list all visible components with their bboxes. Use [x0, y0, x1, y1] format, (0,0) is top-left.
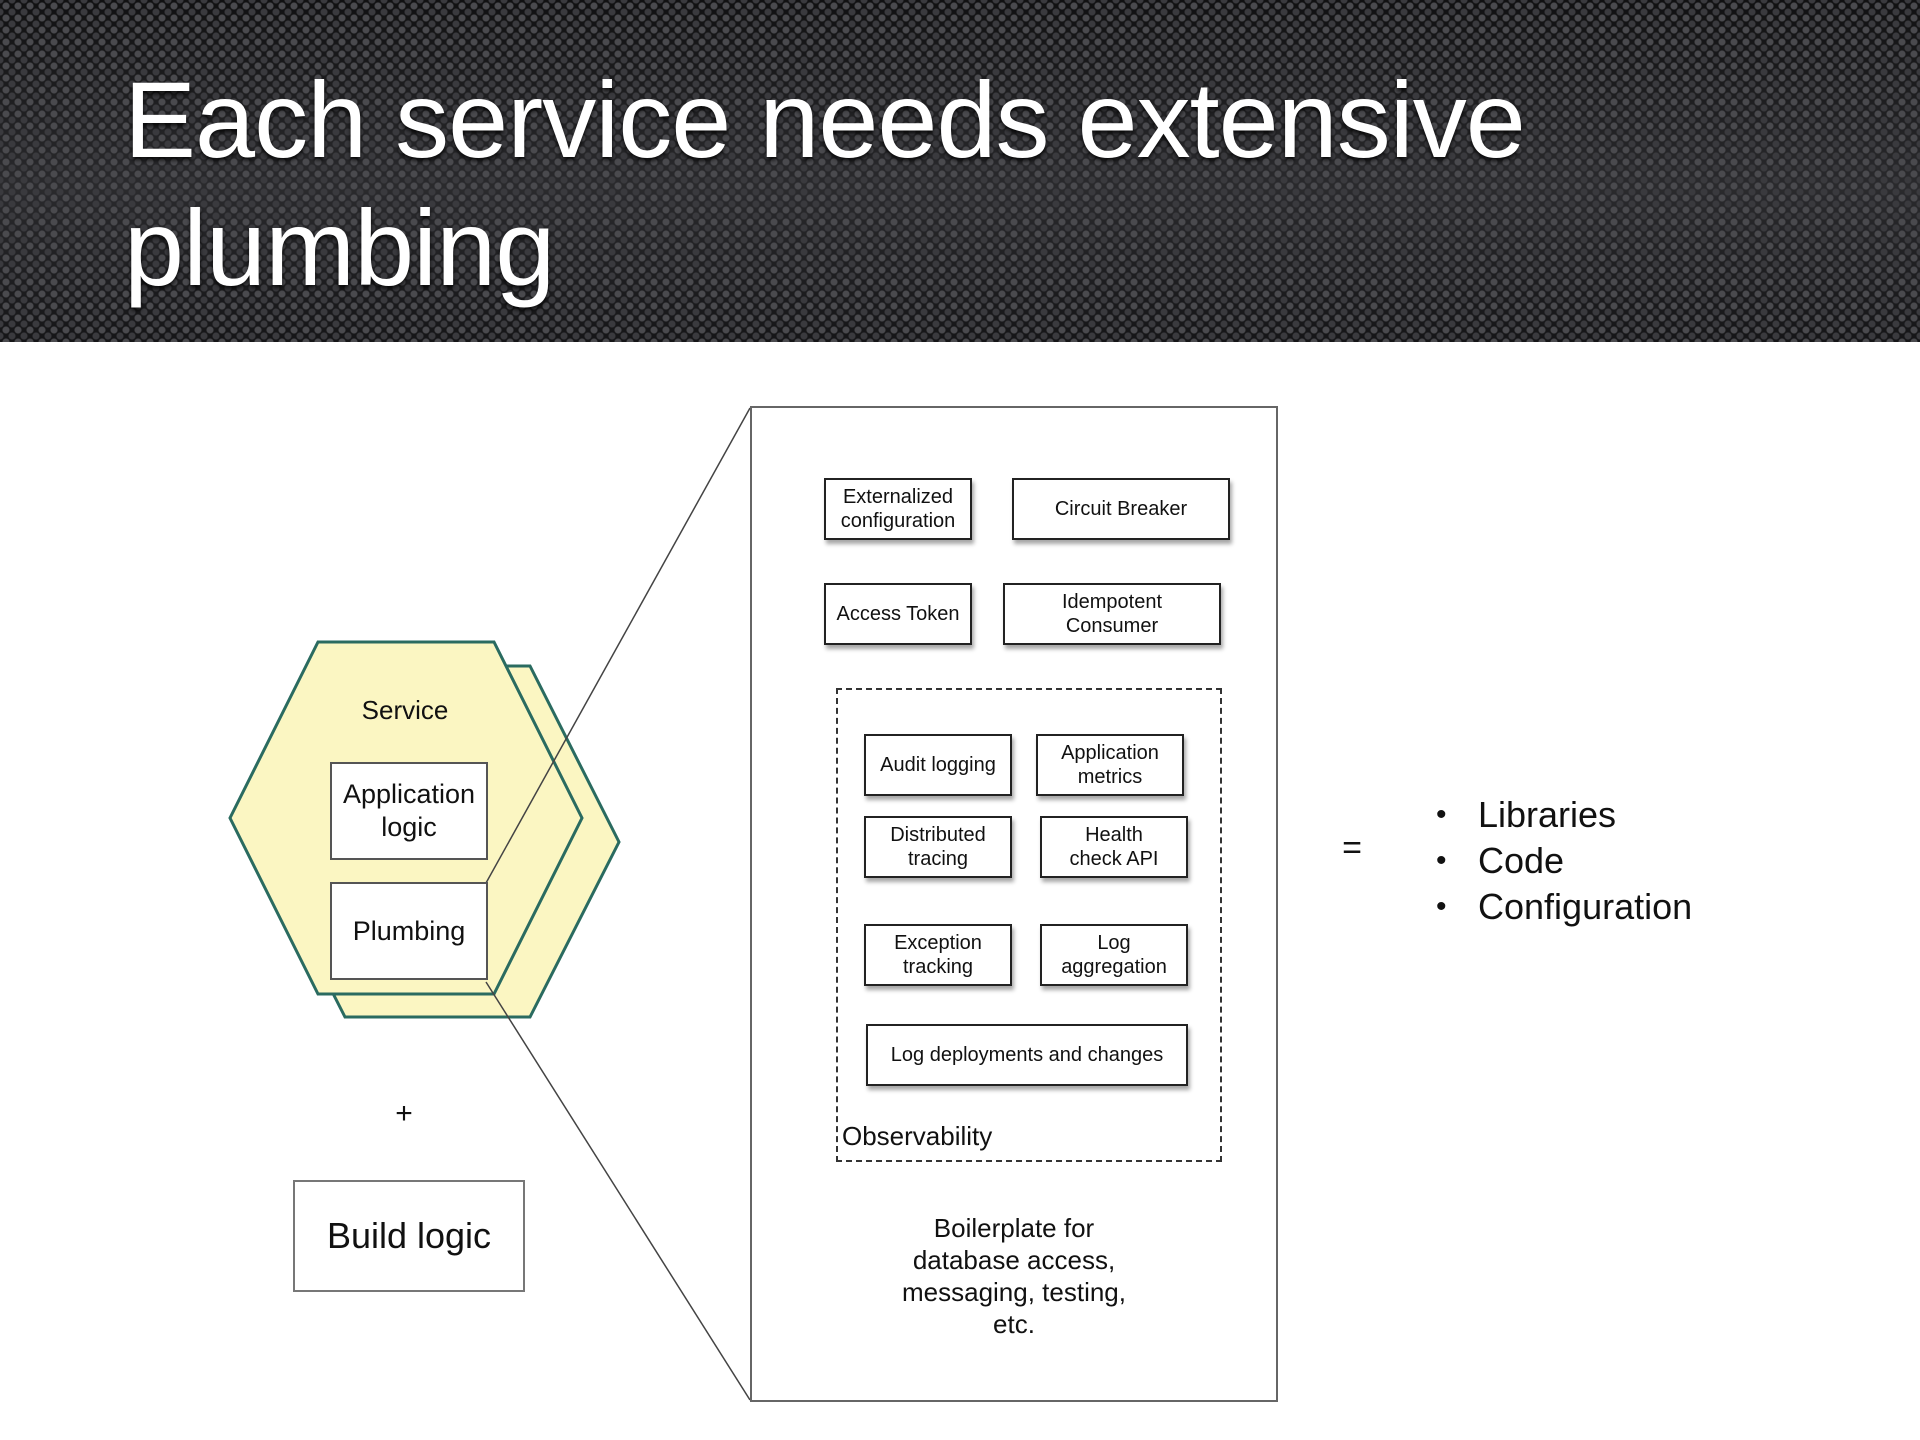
- observability-group: [836, 688, 1222, 1162]
- build-logic-box: Build logic: [293, 1180, 525, 1292]
- build-logic-label: Build logic: [326, 1215, 492, 1256]
- zoom-line-top: [485, 407, 751, 884]
- audit-logging-box: Audit logging: [864, 734, 1012, 796]
- externalized-configuration-box: Externalized configuration: [824, 478, 972, 540]
- audit-logging-label: Audit logging: [880, 754, 996, 776]
- result-item-libraries: Libraries: [1430, 792, 1692, 838]
- exception-tracking-box: Exception tracking: [864, 924, 1012, 986]
- application-logic-box: Application logic: [330, 762, 488, 860]
- plumbing-label: Plumbing: [352, 915, 466, 946]
- application-metrics-box: Application metrics: [1036, 734, 1184, 796]
- distributed-tracing-box: Distributed tracing: [864, 816, 1012, 878]
- circuit-breaker-label: Circuit Breaker: [1054, 498, 1188, 520]
- log-aggregation-box: Log aggregation: [1040, 924, 1188, 986]
- externalized-configuration-label: Externalized configuration: [840, 486, 956, 532]
- access-token-label: Access Token: [836, 603, 960, 625]
- log-aggregation-label: Log aggregation: [1061, 932, 1167, 978]
- result-item-configuration: Configuration: [1430, 884, 1692, 930]
- plumbing-detail-panel: [750, 406, 1278, 1402]
- result-item-code: Code: [1430, 838, 1692, 884]
- exception-tracking-label: Exception tracking: [894, 932, 982, 978]
- title-banner: Each service needs extensive plumbing: [0, 0, 1920, 342]
- log-deployments-box: Log deployments and changes: [866, 1024, 1188, 1086]
- plus-sign: +: [395, 1097, 413, 1130]
- access-token-box: Access Token: [824, 583, 972, 645]
- plumbing-box: Plumbing: [330, 882, 488, 980]
- boilerplate-text: Boilerplate for database access, messagi…: [901, 1213, 1126, 1339]
- health-check-api-box: Health check API: [1040, 816, 1188, 878]
- health-check-api-label: Health check API: [1069, 824, 1159, 870]
- log-deployments-label: Log deployments and changes: [890, 1044, 1164, 1066]
- application-logic-label: Application logic: [342, 779, 476, 842]
- result-list: Libraries Code Configuration: [1430, 792, 1692, 930]
- zoom-line-bottom: [485, 981, 751, 1401]
- slide-title: Each service needs extensive plumbing: [124, 59, 1526, 308]
- equals-sign: =: [1342, 829, 1362, 867]
- distributed-tracing-label: Distributed tracing: [890, 824, 986, 870]
- application-metrics-label: Application metrics: [1061, 742, 1159, 788]
- circuit-breaker-box: Circuit Breaker: [1012, 478, 1230, 540]
- observability-label: Observability: [842, 1121, 993, 1151]
- idempotent-consumer-box: Idempotent Consumer: [1003, 583, 1221, 645]
- service-label: Service: [361, 695, 449, 725]
- idempotent-consumer-label: Idempotent Consumer: [1061, 591, 1163, 637]
